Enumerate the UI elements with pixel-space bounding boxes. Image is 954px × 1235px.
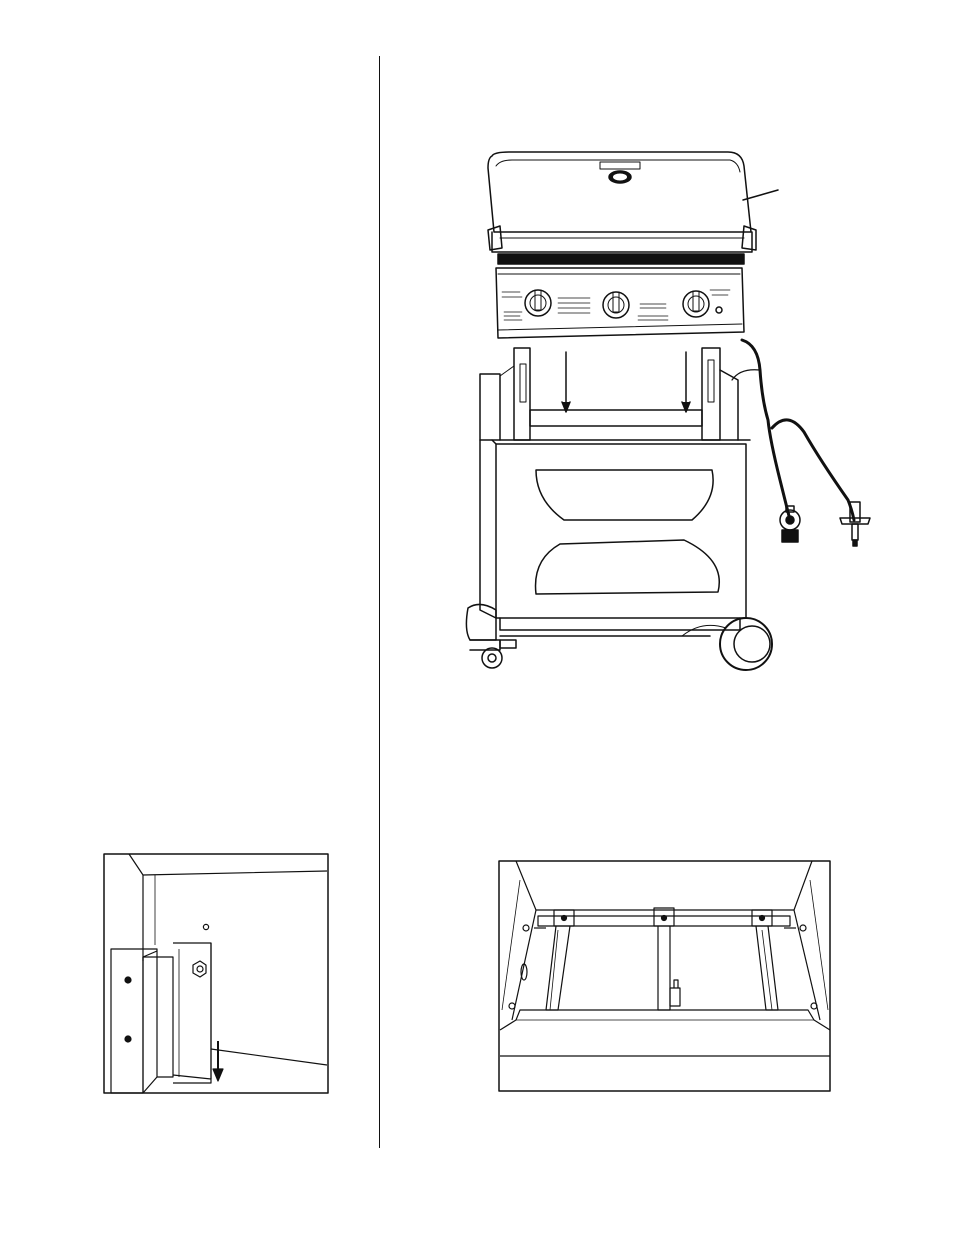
burner-tube-right [752,910,778,1010]
column-divider [379,56,380,1148]
burner-tube-center [654,908,680,1010]
detail-border [104,854,328,1093]
down-arrow [213,1041,223,1081]
grill-assembly-illustration [440,140,880,680]
grill-cart [480,348,750,636]
gas-hose [732,340,854,520]
leg-bracket-illustration [103,853,329,1094]
install-arrows [562,352,690,412]
bolt-nut [193,961,206,977]
burner-frame-illustration [498,860,831,1092]
rear-wheel [682,618,772,670]
lid-leader-line [743,190,778,200]
burner-tube-left [546,910,574,1010]
regulator-right [840,502,870,546]
control-panel [496,268,744,338]
grill-lid [488,152,756,252]
regulator-left [780,506,800,542]
